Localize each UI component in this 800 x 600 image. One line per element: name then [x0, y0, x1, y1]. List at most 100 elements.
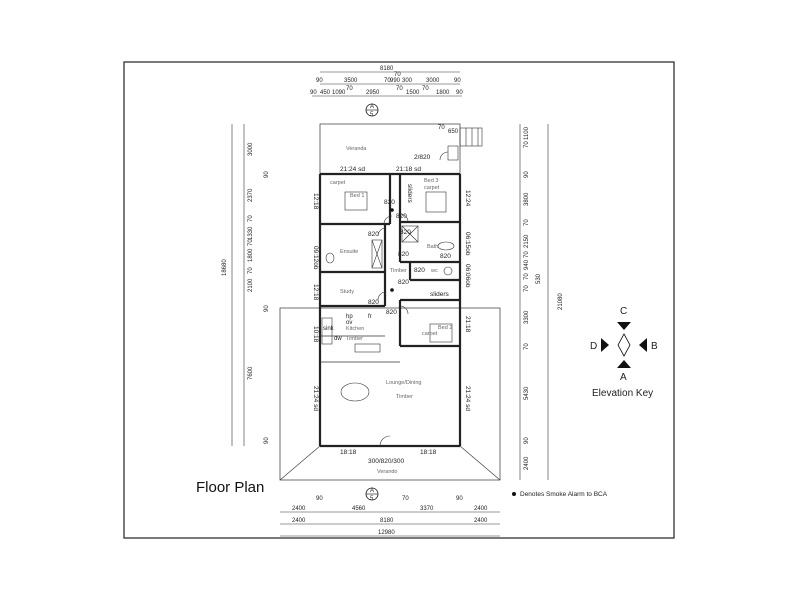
room-bed1-floor: carpet: [330, 180, 346, 186]
dim-bot-r2-0: 2400: [292, 518, 306, 524]
room-timber: Timber: [390, 268, 407, 274]
fixtures: [321, 127, 483, 402]
win-lounge-right: 21:24 sd: [464, 386, 471, 411]
dim-bot-r1-0: 2400: [292, 506, 306, 512]
section-marker-bottom: [365, 487, 379, 501]
dim-top-r1-2: 70: [384, 78, 391, 84]
dim-right-10: 70: [524, 285, 530, 292]
label-sliders-2: sliders: [430, 291, 450, 298]
dim-left-5: 70: [248, 239, 254, 246]
dim-bot-r2-1: 8180: [380, 518, 394, 524]
door-820-9: 820: [386, 309, 397, 316]
win-top-right: 21:18 sd: [396, 166, 421, 173]
win-bottom-left: 18:18: [340, 449, 357, 456]
dim-top-r2-1: 450: [320, 90, 331, 96]
smoke-alarm-legend-dot: [512, 492, 516, 496]
dim-top-r1-6: 90: [454, 78, 461, 84]
room-veranda-top: Veranda: [346, 146, 367, 152]
win-kitchen: 10:18: [312, 326, 319, 343]
door-820-8: 820: [368, 299, 379, 306]
dim-bot-overall: 12980: [378, 530, 395, 536]
dim-left-4: 1330: [248, 226, 254, 240]
dim-right-11: 3300: [524, 310, 530, 324]
win-bath-right: 06:15ob: [464, 232, 471, 256]
elevation-east: B: [651, 341, 658, 352]
label-sink: sink: [323, 326, 335, 332]
dim-right-8: 70: [524, 273, 530, 280]
door-820-1: 820: [384, 199, 395, 206]
win-lounge-left: 21:24 sd: [312, 386, 319, 411]
dim-right-0: 1100: [524, 126, 530, 140]
room-bed2-floor: carpet: [422, 331, 438, 337]
room-bed3: Bed 3: [424, 178, 438, 184]
door-swings: [377, 151, 449, 447]
dim-right-overall: 21080: [558, 293, 564, 310]
door-step: 650: [448, 129, 459, 135]
section-bottom-number: 5: [370, 496, 374, 502]
dim-top-r2-2: 1090: [332, 90, 346, 96]
elevation-key-label: Elevation Key: [592, 388, 653, 399]
dim-right-3: 3800: [524, 192, 530, 206]
room-bed3-floor: carpet: [424, 185, 440, 191]
dim-right-2: 90: [524, 171, 530, 178]
door-front: 300/820/300: [368, 458, 405, 465]
section-top-number: 5: [370, 112, 374, 118]
section-bottom-letter: A: [370, 488, 374, 494]
floor-plan-title: Floor Plan: [196, 479, 264, 496]
label-hp: hp: [346, 314, 353, 320]
door-820-3: 820: [368, 231, 379, 238]
legend-text: Denotes Smoke Alarm to BCA: [520, 491, 608, 498]
dim-left-0: 3000: [248, 142, 254, 156]
win-study: 12:18: [312, 284, 319, 301]
dim-right-13: 5430: [524, 386, 530, 400]
dim-left-7: 70: [248, 267, 254, 274]
dim-right-1: 70: [524, 141, 530, 148]
room-veranda-bottom: Verando: [377, 469, 398, 475]
dim-right-7: 940: [524, 259, 530, 270]
dimension-lines: [231, 71, 549, 537]
label-dw: dw: [334, 336, 342, 342]
dim-right-9: 530: [536, 273, 542, 284]
dim-right-4: 70: [524, 219, 530, 226]
win-bed3-right: 12:24: [464, 190, 471, 207]
dim-top-r2-7: 70: [422, 86, 429, 92]
label-fr: fr: [368, 314, 372, 320]
room-study: Study: [340, 289, 354, 295]
dim-left-11: 90: [264, 437, 270, 444]
win-bottom-right: 18:18: [420, 449, 437, 456]
door-820-5: 820: [398, 251, 409, 258]
dim-top-r2-9: 90: [456, 90, 463, 96]
section-marker-top: [365, 103, 379, 117]
dim-bot-r1-3: 70: [402, 496, 409, 502]
dim-bot-r1-5: 90: [456, 496, 463, 502]
win-top-left: 21:24 sd: [340, 166, 365, 173]
dim-left-6: 1800: [248, 248, 254, 262]
door-820-4: 820: [400, 229, 411, 236]
dim-top-r2-5: 70: [396, 86, 403, 92]
room-bed2: Bed 2: [438, 325, 452, 331]
dim-right-14: 90: [524, 437, 530, 444]
win-bed2-right: 21:18: [464, 316, 471, 333]
room-kitchen: Kitchen: [346, 326, 364, 332]
dim-right-15: 2400: [524, 456, 530, 470]
elevation-north: C: [620, 306, 627, 317]
elevation-west: D: [590, 341, 597, 352]
dim-left-9: 90: [264, 305, 270, 312]
dim-right-12: 70: [524, 343, 530, 350]
door-820-2: 820: [396, 213, 407, 220]
room-kitchen-floor: Timber: [346, 336, 363, 342]
room-bath: Bath: [427, 244, 438, 250]
dim-bot-r1-6: 2400: [474, 506, 488, 512]
dim-right-5: 2150: [524, 234, 530, 248]
dim-left-10: 7600: [248, 366, 254, 380]
dim-top-r2-3: 70: [346, 86, 353, 92]
elevation-south: A: [620, 372, 627, 383]
smoke-alarm-2: [390, 288, 394, 292]
dim-top-r1-4: 300: [402, 78, 413, 84]
dim-top-r2-6: 1500: [406, 90, 420, 96]
dim-top-r2-8: 1800: [436, 90, 450, 96]
label-ov: ov: [346, 320, 352, 326]
dim-top-r1-extra: 70: [394, 72, 401, 78]
room-lounge: Lounge/Dining: [386, 380, 421, 386]
dim-left-1: 90: [264, 171, 270, 178]
